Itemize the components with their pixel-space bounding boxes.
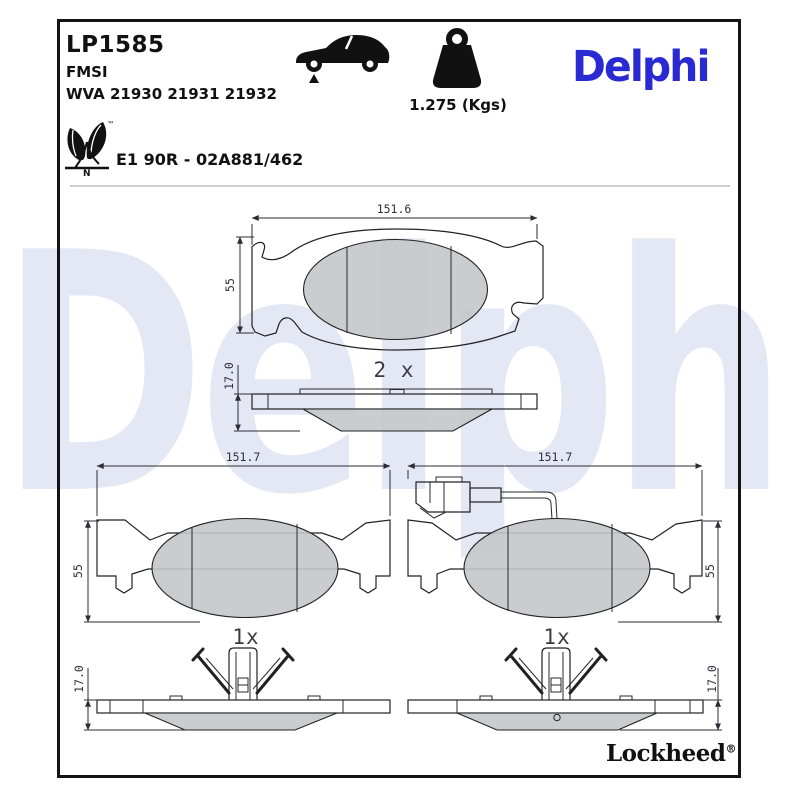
bottom-left-pad-side-view: 17.0 [72,647,391,731]
quantity-label-top: 2 x [374,358,415,382]
bottom-left-pad-front-view: 151.7 55 1x [71,450,391,649]
weight-value: 1.275 (Kgs) [409,96,507,114]
delphi-logo: Delphi [572,42,710,92]
top-pad-front-view: 151.6 55 2 x [223,202,544,382]
part-number: LP1585 [66,32,165,58]
wear-sensor [415,476,558,520]
dim-label-br-height: 55 [703,564,717,578]
quantity-label-bl: 1x [232,625,259,649]
registered-mark: ® [725,742,737,756]
weight-icon [424,28,490,94]
dim-label-top-height: 55 [223,278,237,292]
dim-label-bl-thickness: 17.0 [72,665,86,693]
eco-leaf-icon: ™ N [63,118,115,179]
dim-label-top-width: 151.6 [377,202,412,216]
homologation-number: E1 90R - 02A881/462 [116,150,304,169]
dim-label-bl-height: 55 [71,564,85,578]
lockheed-logo: Lockheed® [540,740,737,767]
bottom-right-pad-side-view: 17.0 [407,647,722,731]
dim-label-br-thickness: 17.0 [705,665,719,693]
leaf-tm-mark: ™ [107,120,113,129]
dim-label-bl-width: 151.7 [226,450,261,464]
car-front-axle-icon [292,26,390,84]
dim-label-top-thickness: 17.0 [222,362,236,390]
top-pad-side-view: 17.0 [222,362,538,432]
header-divider [70,185,730,187]
quantity-label-br: 1x [543,625,570,649]
leaf-letter-n: N [83,169,91,176]
bottom-right-pad-front-view: 151.7 55 1x [407,450,722,649]
wva-numbers: WVA 21930 21931 21932 [66,85,277,103]
fmsi-label: FMSI [66,63,108,81]
lockheed-wordmark: Lockheed [605,740,726,767]
dim-label-br-width: 151.7 [538,450,573,464]
